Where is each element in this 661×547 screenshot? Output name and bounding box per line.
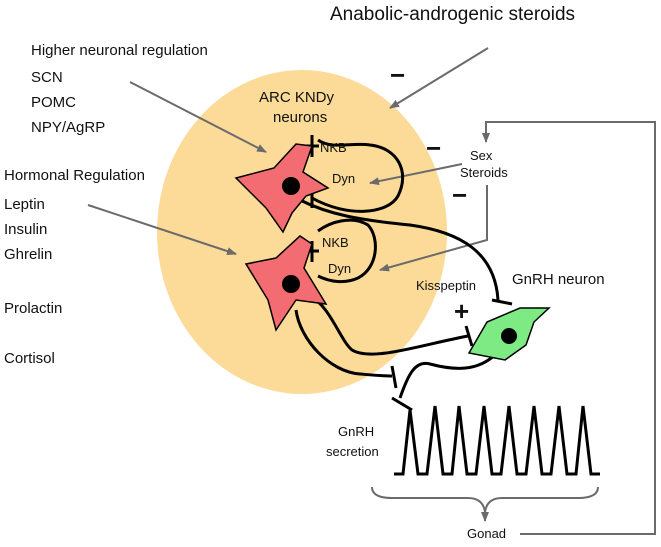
bottom-neuron-axon <box>309 294 469 356</box>
plus-sign: + <box>454 296 469 326</box>
cortisol-label: Cortisol <box>4 350 55 367</box>
synapse-terminal-a <box>390 365 398 389</box>
higher-regulation-item: NPY/AgRP <box>31 119 105 136</box>
bottom-neuron-loop <box>317 218 377 284</box>
arc-nucleus <box>157 70 447 394</box>
kndy-neuron-top <box>234 143 330 234</box>
sex-steroids-line2: Steroids <box>460 165 508 180</box>
nucleus-label-line2: neurons <box>273 109 327 126</box>
diagram-title: Anabolic-androgenic steroids <box>330 4 575 25</box>
kndy-nucleus-bottom <box>282 275 300 293</box>
gnrh-secretion-line1: GnRH <box>338 424 374 439</box>
higher-regulation-item: SCN <box>31 69 63 86</box>
prolactin-label: Prolactin <box>4 300 62 317</box>
synapse-terminal-b <box>391 396 413 412</box>
hormonal-regulation-item: Ghrelin <box>4 246 52 263</box>
sex-steroids-line1: Sex <box>470 148 493 163</box>
higher-regulation-heading: Higher neuronal regulation <box>31 42 208 59</box>
hormonal-regulation-arrow <box>87 204 237 255</box>
gnrh-pulse-trace <box>394 405 600 476</box>
minus-sign-bottom: − <box>452 180 467 210</box>
top-neuron-axon <box>299 198 500 301</box>
gnrh-axon <box>398 348 502 399</box>
higher-regulation-item: POMC <box>31 94 76 111</box>
gnrh-secretion-line2: secretion <box>326 444 379 459</box>
synapse-kisspeptin <box>491 298 513 306</box>
dyn-label-top: Dyn <box>332 171 355 186</box>
hormonal-regulation-heading: Hormonal Regulation <box>4 167 145 184</box>
kndy-to-terminal-axon <box>294 309 393 378</box>
kndy-nucleus-top <box>282 177 300 195</box>
minus-sign-steroids: − <box>390 60 405 90</box>
hormonal-regulation-item: Insulin <box>4 221 47 238</box>
nkb-label-top: NKB <box>320 140 347 155</box>
steroids-arrow <box>389 47 489 109</box>
nucleus-label-line1: ARC KNDy <box>259 89 335 106</box>
sex-steroids-arrow-top <box>369 163 463 186</box>
gonad-label: Gonad <box>467 526 506 541</box>
nkb-label-bottom: NKB <box>322 235 349 250</box>
minus-sign-top: − <box>426 133 441 163</box>
hormonal-regulation-item: Leptin <box>4 196 45 213</box>
secretion-brace <box>371 486 599 513</box>
gonad-feedback-arrow <box>482 121 656 535</box>
higher-regulation-arrow <box>129 81 267 153</box>
gnrh-neuron-label: GnRH neuron <box>512 271 605 288</box>
dyn-label-bottom: Dyn <box>328 261 351 276</box>
sex-steroids-arrow-bottom <box>379 185 488 272</box>
kisspeptin-label: Kisspeptin <box>416 278 476 293</box>
synapse-bottom-to-gnrh <box>464 325 474 347</box>
gnrh-nucleus <box>501 328 517 344</box>
top-neuron-loop <box>311 138 405 213</box>
